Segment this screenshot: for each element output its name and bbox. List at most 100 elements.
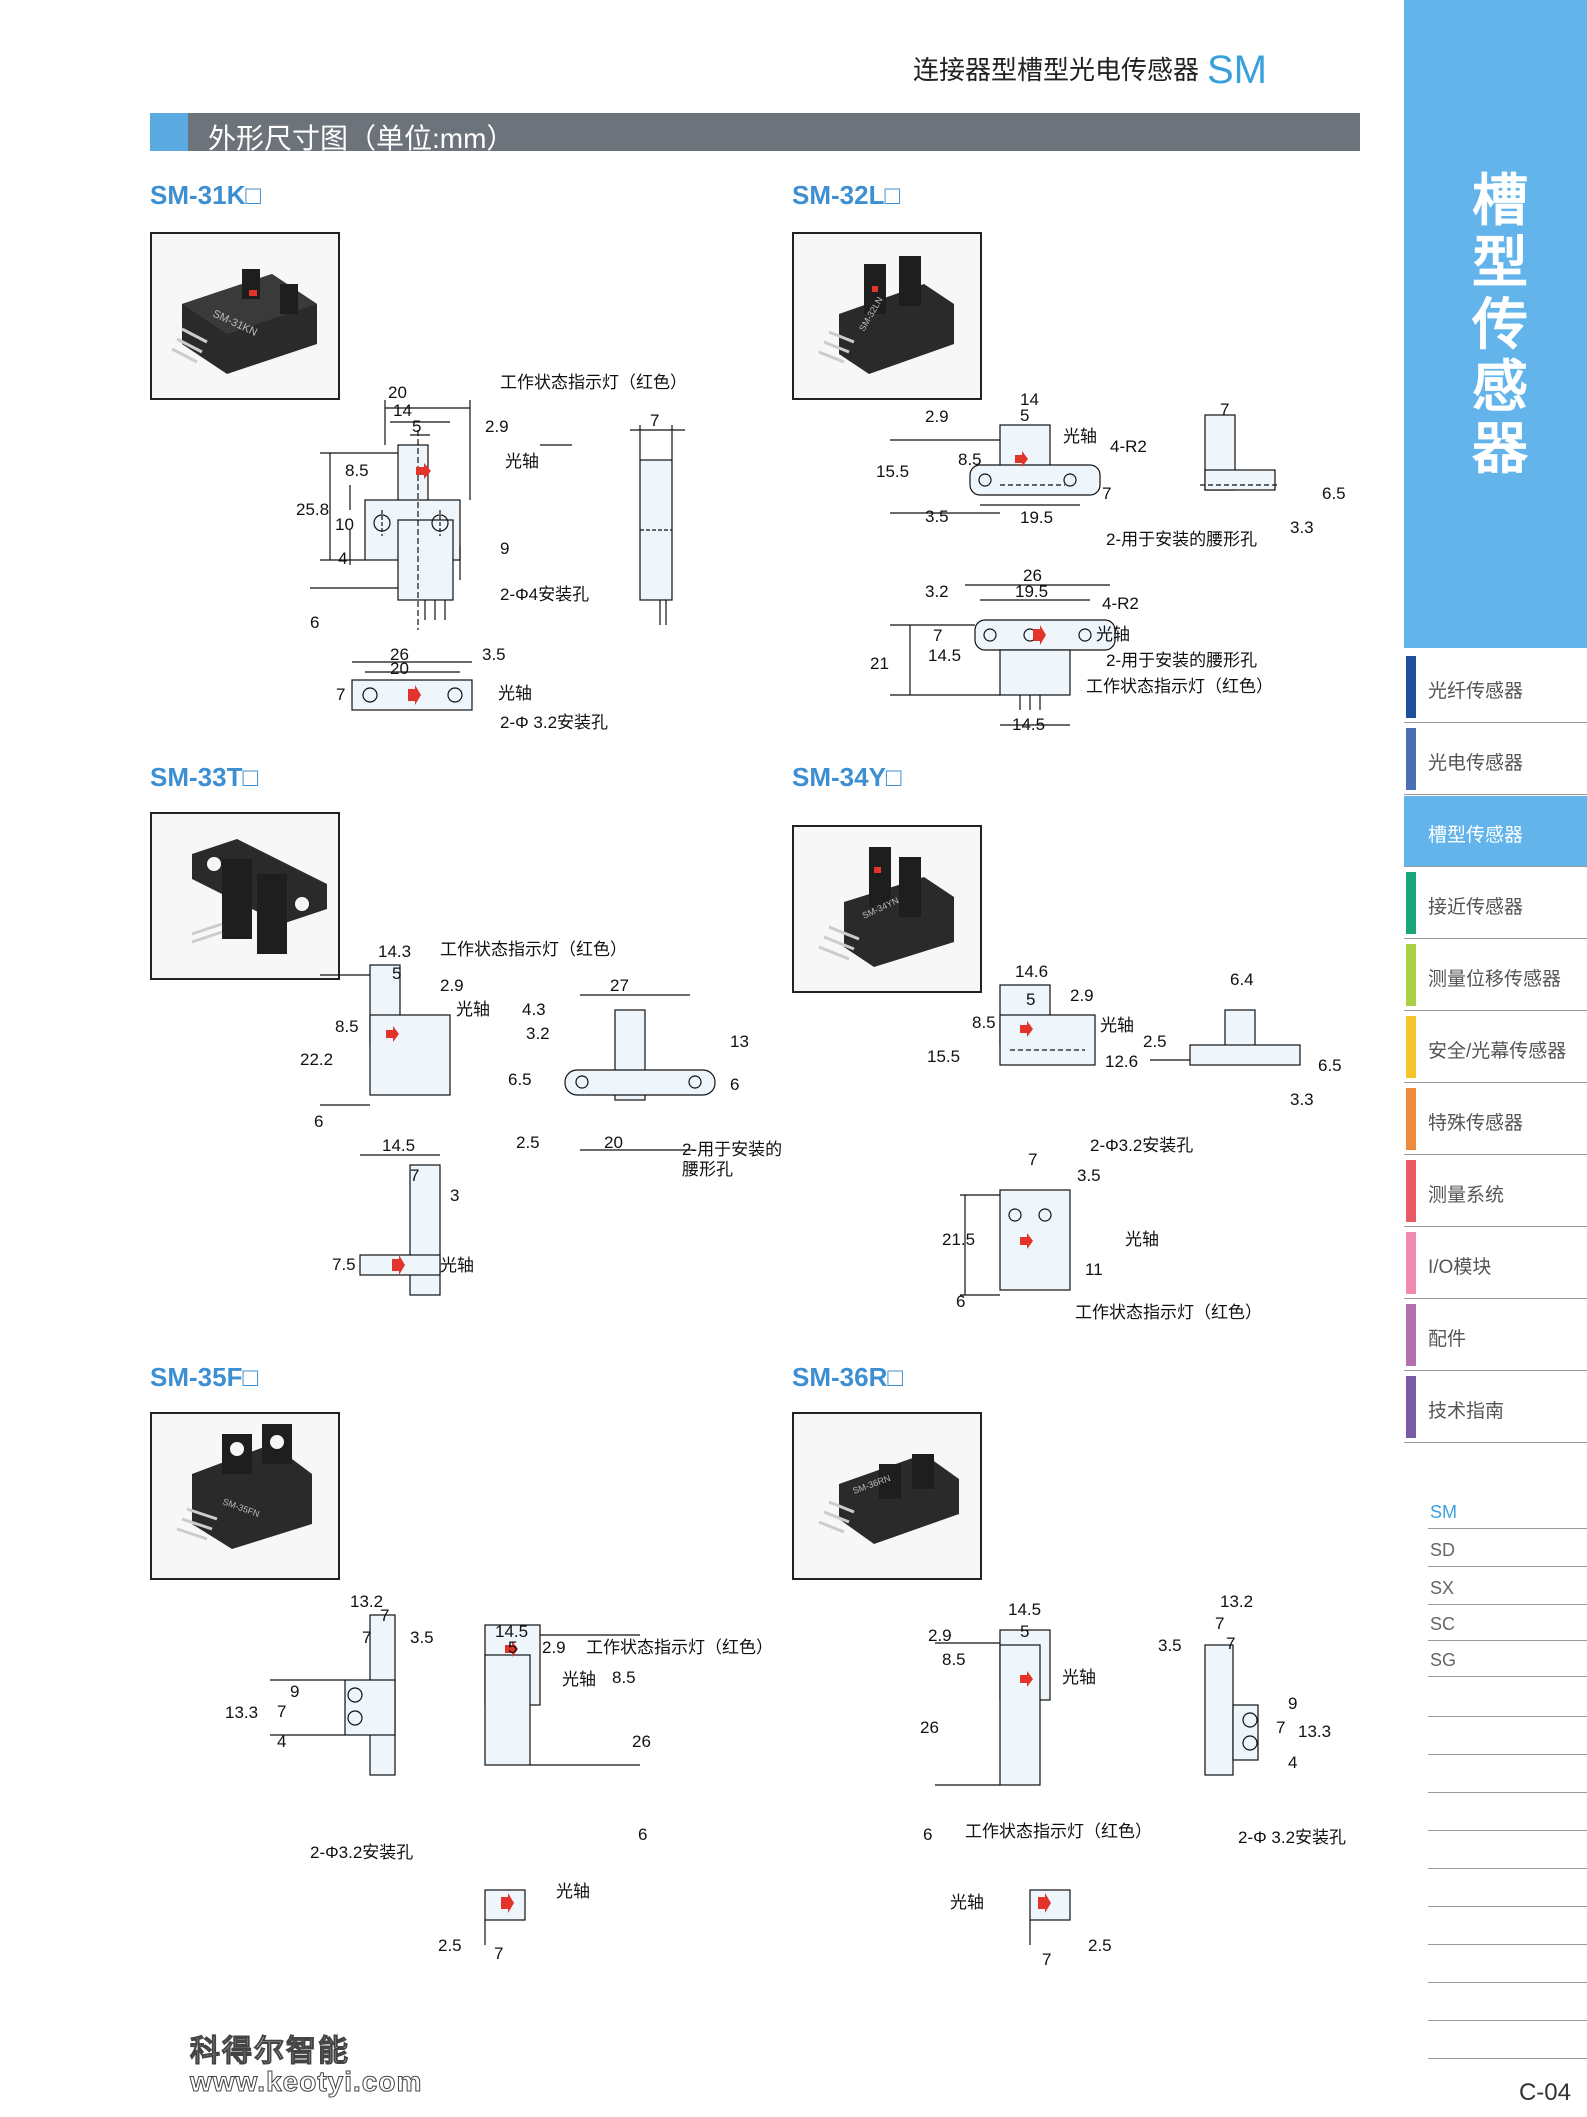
dim-sm32-14: 7 xyxy=(933,626,942,645)
nav-label: 配件 xyxy=(1428,1329,1467,1350)
nav-item-fiber[interactable]: 光纤传感器 xyxy=(1404,652,1587,723)
drawing-sm32: 14 5 2.9 8.5 15.5 7 3.5 19.5 7 6.5 3.3 光… xyxy=(870,385,1350,750)
dim-sm33-11: 6 xyxy=(730,1075,739,1094)
nav-color-bar xyxy=(1406,1232,1416,1294)
nav-item-displacement[interactable]: 测量位移传感器 xyxy=(1404,940,1587,1011)
label-sm36-indicator: 工作状态指示灯（红色） xyxy=(965,1822,1152,1841)
dim-sm35-8: 14.5 xyxy=(495,1622,528,1641)
nav-item-photoelectric[interactable]: 光电传感器 xyxy=(1404,724,1587,795)
divider xyxy=(1428,1982,1587,1983)
divider xyxy=(1428,1906,1587,1907)
dim-sm34-12: 21.5 xyxy=(942,1230,975,1249)
dim-sm33-4: 22.2 xyxy=(300,1050,333,1069)
dim-sm31-10: 7 xyxy=(650,411,659,430)
dim-sm32-7: 19.5 xyxy=(1020,508,1053,527)
label-sm35-axis: 光轴 xyxy=(562,1670,596,1689)
dim-sm34-9: 3.3 xyxy=(1290,1090,1314,1109)
label-sm33-slot-b: 腰形孔 xyxy=(682,1160,733,1179)
section-marker xyxy=(150,113,188,151)
sub-label: SM xyxy=(1430,1502,1457,1522)
nav-item-special[interactable]: 特殊传感器 xyxy=(1404,1084,1587,1155)
nav-label: 特殊传感器 xyxy=(1428,1113,1524,1134)
label-sm33-slot-a: 2-用于安装的 xyxy=(682,1140,782,1159)
drawing-sm35: 13.2 7 7 3.5 9 13.3 7 4 14.5 5 2.9 8.5 2… xyxy=(220,1585,820,1990)
dim-sm31-0: 20 xyxy=(388,383,407,402)
label-sm33-indicator: 工作状态指示灯（红色） xyxy=(440,940,627,959)
divider xyxy=(1428,1944,1587,1945)
nav-label: 槽型传感器 xyxy=(1428,825,1524,846)
divider xyxy=(1428,1792,1587,1793)
dim-sm35-1: 7 xyxy=(380,1606,389,1625)
divider xyxy=(1428,2020,1587,2021)
sub-label: SD xyxy=(1430,1540,1456,1560)
dim-sm32-11: 26 xyxy=(1023,566,1042,585)
drawing-sm36: 14.5 5 2.9 8.5 26 6 13.2 7 7 3.5 9 13.3 … xyxy=(920,1585,1380,1990)
dim-sm31-5: 25.8 xyxy=(296,500,329,519)
nav-color-bar xyxy=(1406,1160,1416,1222)
label-sm35-hole: 2-Φ3.2安装孔 xyxy=(310,1843,413,1862)
dim-sm32-17: 14.5 xyxy=(1012,715,1045,734)
dim-sm31-4: 8.5 xyxy=(345,461,369,480)
dim-sm33-2: 2.9 xyxy=(440,976,464,995)
nav-item-io[interactable]: I/O模块 xyxy=(1404,1228,1587,1299)
dim-sm35-3: 3.5 xyxy=(410,1628,434,1647)
model-title-sm34: SM-34Y□ xyxy=(792,762,902,792)
dim-sm36-15: 2.5 xyxy=(1088,1936,1112,1955)
nav-item-guide[interactable]: 技术指南 xyxy=(1404,1372,1587,1443)
dim-sm34-8: 6.5 xyxy=(1318,1056,1342,1075)
section-title: 外形尺寸图（单位:mm） xyxy=(208,123,515,154)
nav-label: I/O模块 xyxy=(1428,1257,1492,1278)
sub-item-sx[interactable]: SX xyxy=(1428,1568,1587,1605)
divider xyxy=(1428,1754,1587,1755)
dim-sm32-8: 7 xyxy=(1220,400,1229,419)
model-title-sm32: SM-32L□ xyxy=(792,180,901,210)
nav-item-safety[interactable]: 安全/光幕传感器 xyxy=(1404,1012,1587,1083)
sub-item-sc[interactable]: SC xyxy=(1428,1604,1587,1641)
dim-sm34-14: 6 xyxy=(956,1292,965,1311)
product-photo-sm33 xyxy=(150,812,340,980)
dim-sm36-12: 7 xyxy=(1276,1718,1285,1737)
dim-sm34-2: 2.9 xyxy=(1070,986,1094,1005)
label-sm32-slot2: 2-用于安装的腰形孔 xyxy=(1106,651,1257,670)
nav-item-slot[interactable]: 槽型传感器 xyxy=(1404,796,1587,867)
dim-sm36-4: 26 xyxy=(920,1718,939,1737)
dim-sm32-13: 3.2 xyxy=(925,582,949,601)
nav-item-proximity[interactable]: 接近传感器 xyxy=(1404,868,1587,939)
dim-sm36-13: 4 xyxy=(1288,1753,1297,1772)
sub-item-sd[interactable]: SD xyxy=(1428,1530,1587,1567)
nav-label: 光纤传感器 xyxy=(1428,681,1524,702)
dim-sm36-9: 3.5 xyxy=(1158,1636,1182,1655)
label-sm36-hole: 2-Φ 3.2安装孔 xyxy=(1238,1828,1346,1847)
label-sm36-axis2: 光轴 xyxy=(950,1893,984,1912)
model-title-sm31: SM-31K□ xyxy=(150,180,262,210)
product-photo-sm36: SM-36RN xyxy=(792,1412,982,1580)
product-photo-sm35: SM-35FN xyxy=(150,1412,340,1580)
dim-sm33-10: 13 xyxy=(730,1032,749,1051)
dim-sm36-5: 6 xyxy=(923,1825,932,1844)
nav-item-measurement[interactable]: 测量系统 xyxy=(1404,1156,1587,1227)
dim-sm33-3: 8.5 xyxy=(335,1017,359,1036)
nav-color-bar xyxy=(1406,1088,1416,1150)
dim-sm34-4: 15.5 xyxy=(927,1047,960,1066)
dim-sm31-2: 5 xyxy=(412,417,421,436)
dim-sm31-8: 9 xyxy=(500,539,509,558)
dim-sm32-1: 5 xyxy=(1020,406,1029,425)
dim-sm33-14: 14.5 xyxy=(382,1136,415,1155)
nav-label: 光电传感器 xyxy=(1428,753,1524,774)
product-photo-sm31: SM-31KN xyxy=(150,232,340,400)
dim-sm35-7: 4 xyxy=(277,1732,286,1751)
dim-sm35-6: 7 xyxy=(277,1702,286,1721)
label-sm35-axis2: 光轴 xyxy=(556,1882,590,1901)
dim-sm36-7: 7 xyxy=(1215,1614,1224,1633)
dim-sm34-13: 11 xyxy=(1085,1260,1103,1279)
nav-label: 测量位移传感器 xyxy=(1428,969,1562,990)
dim-sm35-13: 6 xyxy=(638,1825,647,1844)
label-sm32-slot: 2-用于安装的腰形孔 xyxy=(1106,530,1257,549)
nav-item-accessories[interactable]: 配件 xyxy=(1404,1300,1587,1371)
model-title-sm35: SM-35F□ xyxy=(150,1362,259,1392)
dim-sm34-1: 5 xyxy=(1026,990,1035,1009)
sub-item-sg[interactable]: SG xyxy=(1428,1640,1587,1677)
label-sm34-indicator: 工作状态指示灯（红色） xyxy=(1075,1303,1262,1322)
sub-item-sm[interactable]: SM xyxy=(1428,1492,1587,1529)
